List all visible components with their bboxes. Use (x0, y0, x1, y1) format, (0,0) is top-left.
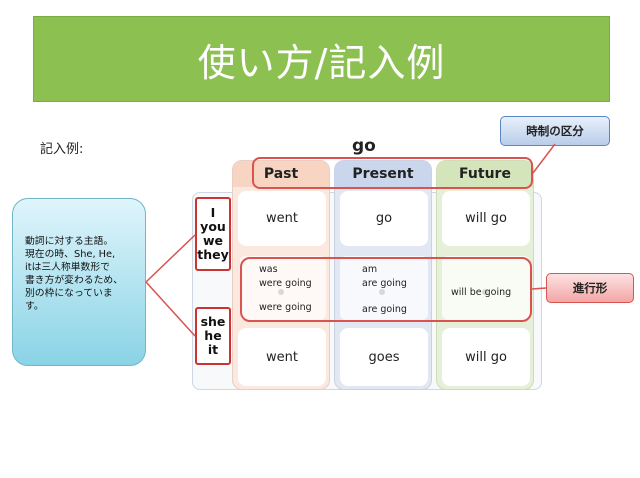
subject-box-plural: I you we they (195, 197, 231, 271)
note-line: itは三人称単数形で (25, 262, 110, 273)
cell-future-plural: will go (442, 191, 530, 246)
progressive-past-third: were going (259, 302, 312, 313)
connector-to-plural-subjects (145, 234, 196, 283)
subject-word: she (200, 314, 226, 329)
cell-past-plural: went (238, 191, 326, 246)
subject-word: we (202, 233, 224, 248)
note-line: 書き方が変わるため、 (25, 275, 123, 286)
progressive-callout: 進行形 (546, 273, 634, 303)
cell-past-third: went (238, 328, 326, 386)
subject-word: he (204, 328, 222, 343)
progressive-future: will be going (451, 287, 512, 298)
cell-present-third: goes (340, 328, 428, 386)
note-line: す。 (25, 301, 44, 312)
example-label: 記入例: (40, 142, 84, 157)
subject-box-third-person: she he it (195, 307, 231, 365)
subject-word: it (207, 342, 219, 357)
verb-label: go (352, 136, 376, 156)
cell-present-plural: go (340, 191, 428, 246)
dot-decoration (379, 289, 385, 295)
cell-future-third: will go (442, 328, 530, 386)
title-banner: 使い方/記入例 (33, 16, 610, 102)
progressive-present-plural: are going (362, 278, 407, 289)
page-title: 使い方/記入例 (197, 40, 446, 85)
connector-to-third-person-subjects (145, 281, 196, 337)
note-line: 別の枠になっていま (25, 288, 113, 299)
note-line: 現在の時、She, He, (25, 249, 116, 260)
subject-word: they (197, 247, 229, 262)
progressive-row-outline (240, 257, 532, 322)
header-past: Past (233, 161, 329, 187)
connector-tense-callout (532, 143, 556, 174)
dot-decoration (278, 289, 284, 295)
subject-word: I (210, 205, 216, 220)
subject-word: you (200, 219, 226, 234)
tense-header-outline (252, 157, 533, 189)
header-future: Future (437, 161, 533, 187)
dot-decoration (482, 289, 488, 295)
subject-note: 動詞に対する主語。 現在の時、She, He, itは三人称単数形で 書き方が変… (12, 198, 146, 366)
progressive-past-singular: was (259, 264, 278, 275)
progressive-present-third: are going (362, 304, 407, 315)
progressive-present-first: am (362, 264, 378, 275)
note-line: 動詞に対する主語。 (25, 236, 114, 247)
progressive-present-cell (340, 256, 428, 320)
tense-category-callout: 時制の区分 (500, 116, 610, 146)
progressive-future-cell (442, 256, 530, 320)
progressive-past-plural: were going (259, 278, 312, 289)
progressive-past-cell (240, 256, 326, 320)
header-present: Present (335, 161, 431, 187)
